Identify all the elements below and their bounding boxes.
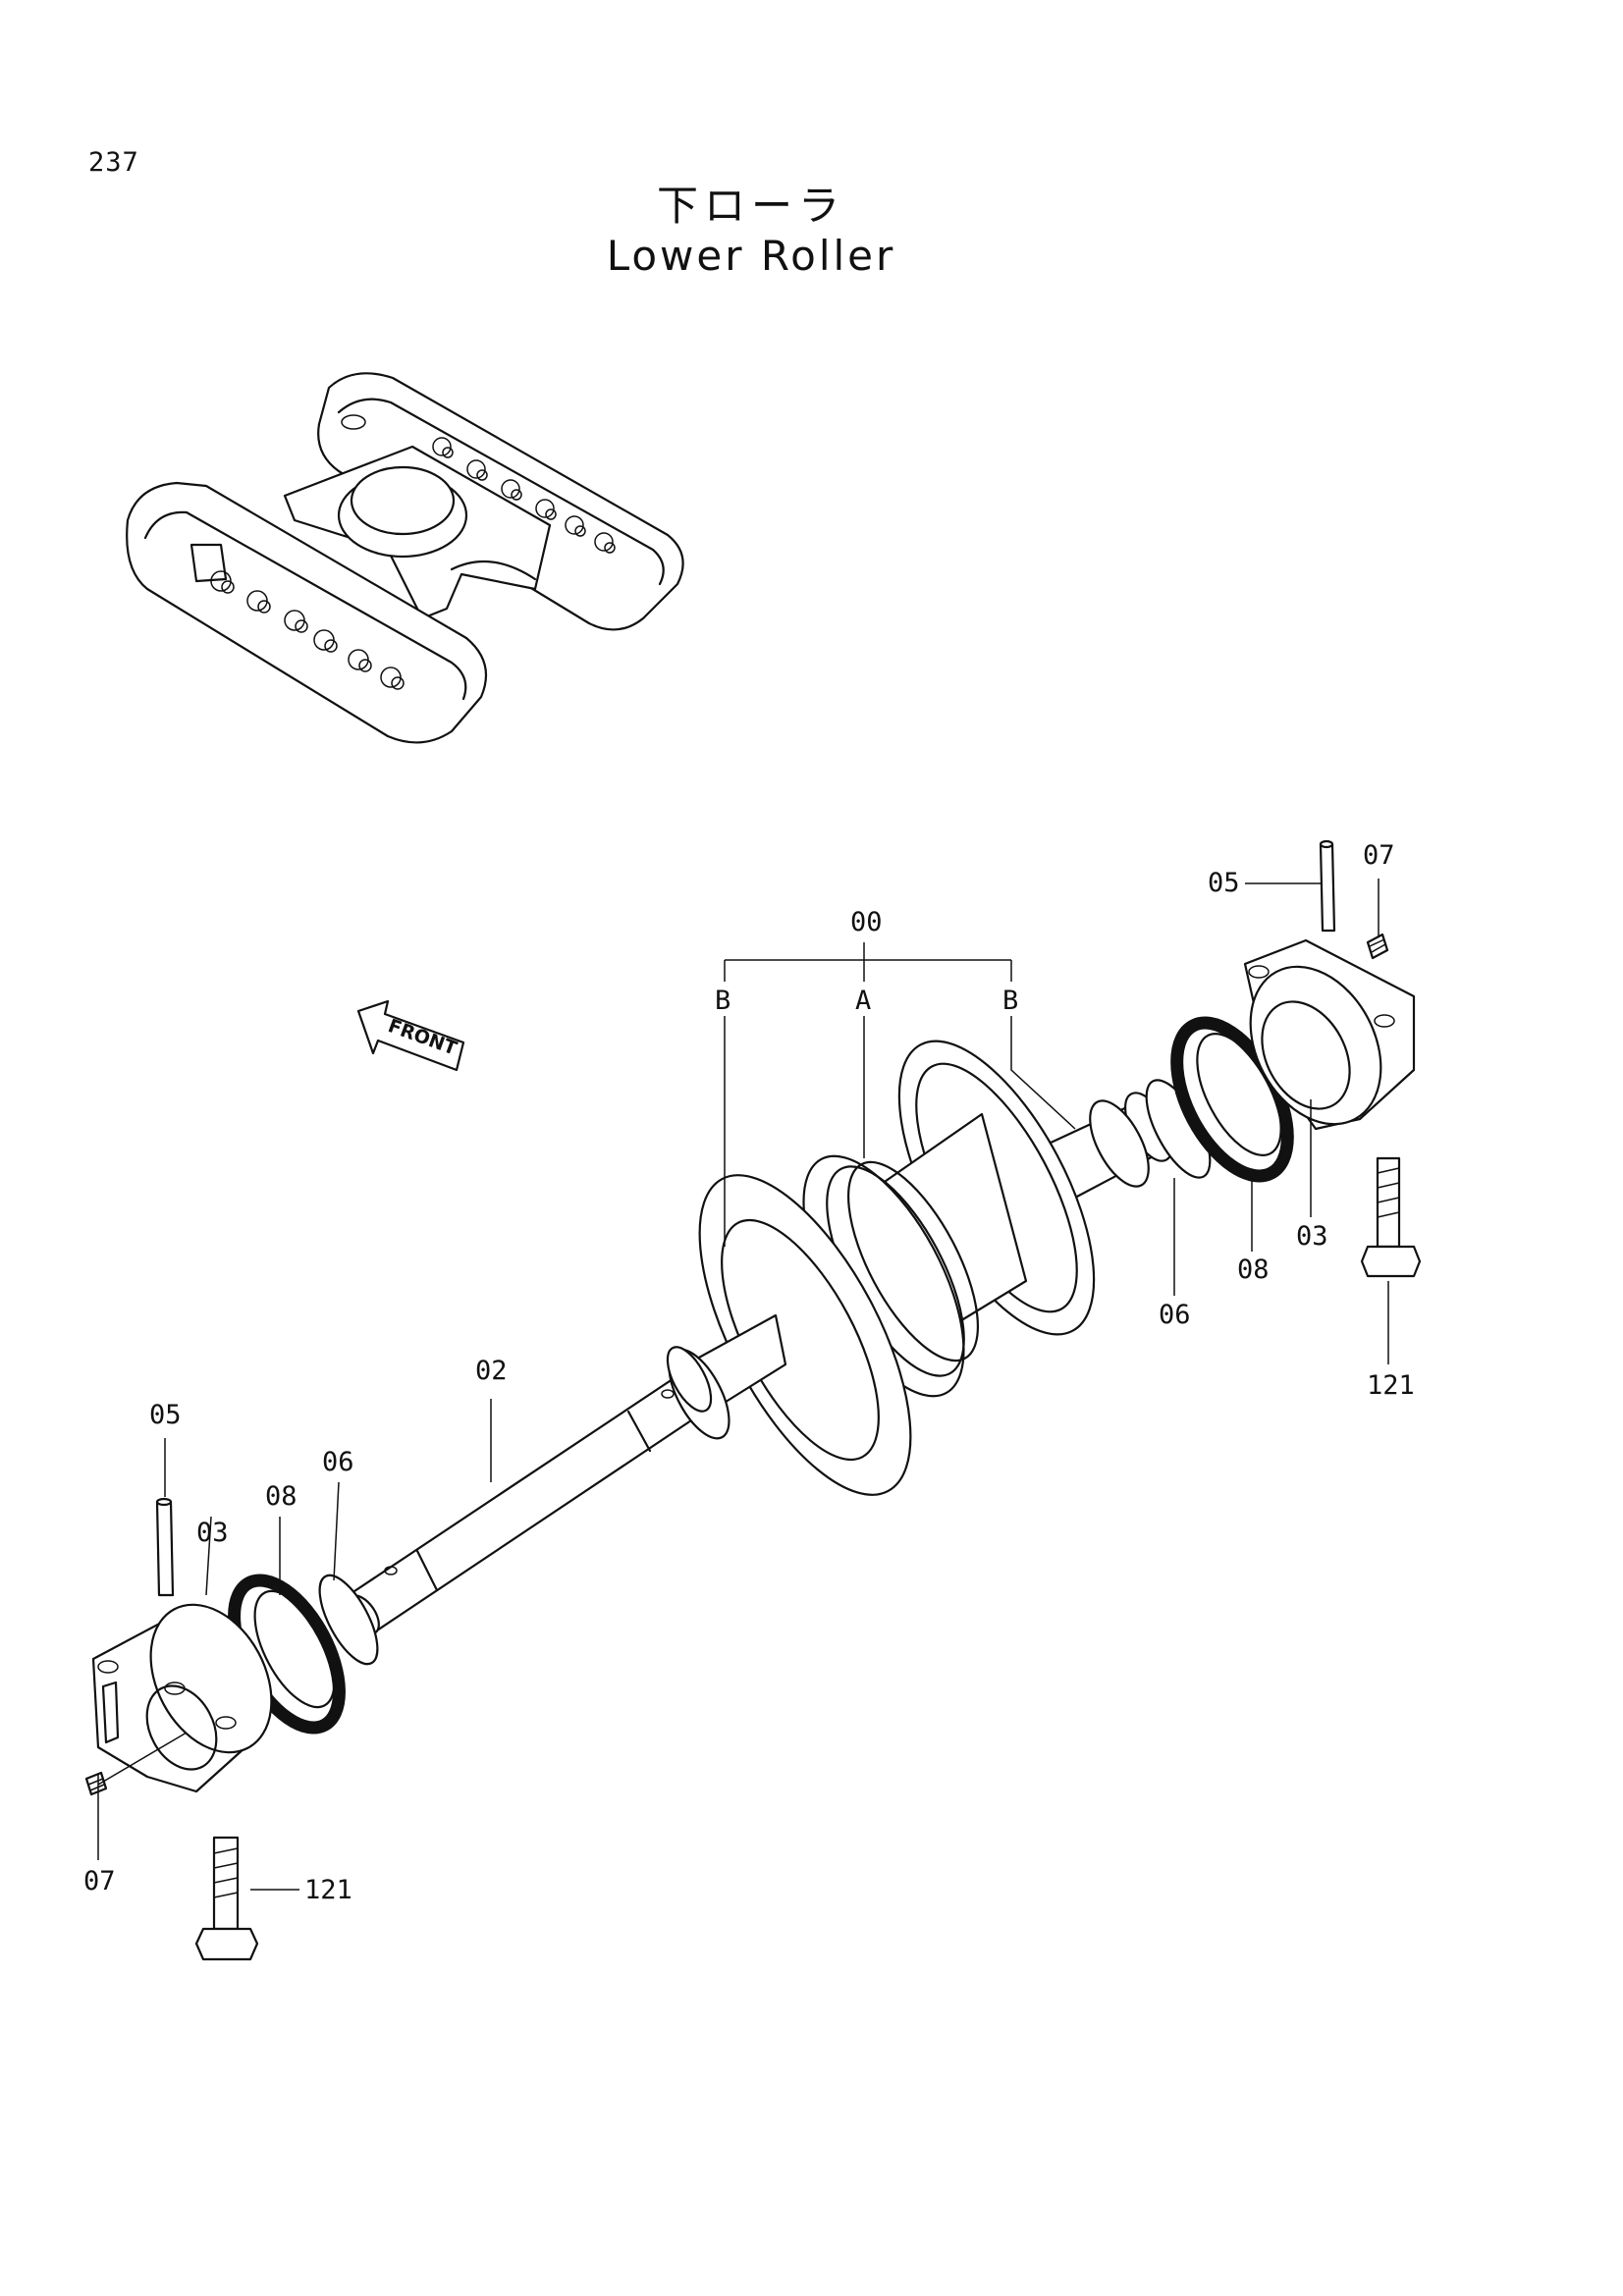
left-o-ring-06 — [318, 1574, 379, 1666]
label-07-left: 07 — [83, 1866, 116, 1896]
label-06-left: 06 — [322, 1447, 354, 1477]
label-03-left: 03 — [196, 1518, 229, 1548]
page-number: 237 — [88, 147, 139, 178]
label-05-right: 05 — [1208, 868, 1240, 898]
part-labels: 00 B A B 02 05 07 06 08 03 121 05 06 08 … — [83, 840, 1415, 1905]
label-03-right: 03 — [1296, 1221, 1328, 1252]
left-bolt-121 — [194, 1836, 259, 1961]
label-07-right: 07 — [1363, 840, 1395, 871]
label-a: A — [855, 986, 871, 1016]
left-collar-03 — [91, 1603, 273, 1793]
label-121-left: 121 — [304, 1875, 352, 1905]
label-06-right: 06 — [1159, 1300, 1191, 1330]
label-08-right: 08 — [1237, 1255, 1270, 1285]
title-english: Lower Roller — [606, 232, 896, 280]
left-plug-07 — [84, 1771, 108, 1796]
right-bolt-121 — [1360, 1156, 1422, 1278]
right-plug-07 — [1366, 933, 1389, 960]
label-00: 00 — [850, 907, 883, 937]
roller-body-part-00 — [666, 1040, 1150, 1496]
label-b-left: B — [715, 986, 730, 1016]
left-pin-05 — [155, 1497, 175, 1597]
title-japanese: 下ローラ — [656, 182, 845, 230]
undercarriage-illustration — [126, 372, 684, 744]
label-b-right: B — [1002, 986, 1018, 1016]
right-collar-03 — [1243, 938, 1416, 1131]
label-121-right: 121 — [1367, 1370, 1415, 1401]
leader-lines — [97, 879, 1389, 1891]
label-02: 02 — [475, 1356, 508, 1386]
label-05-left: 05 — [149, 1400, 182, 1430]
right-pin-05 — [1319, 839, 1336, 933]
front-direction-arrow: FRONT — [356, 999, 465, 1072]
label-08-left: 08 — [265, 1481, 298, 1512]
